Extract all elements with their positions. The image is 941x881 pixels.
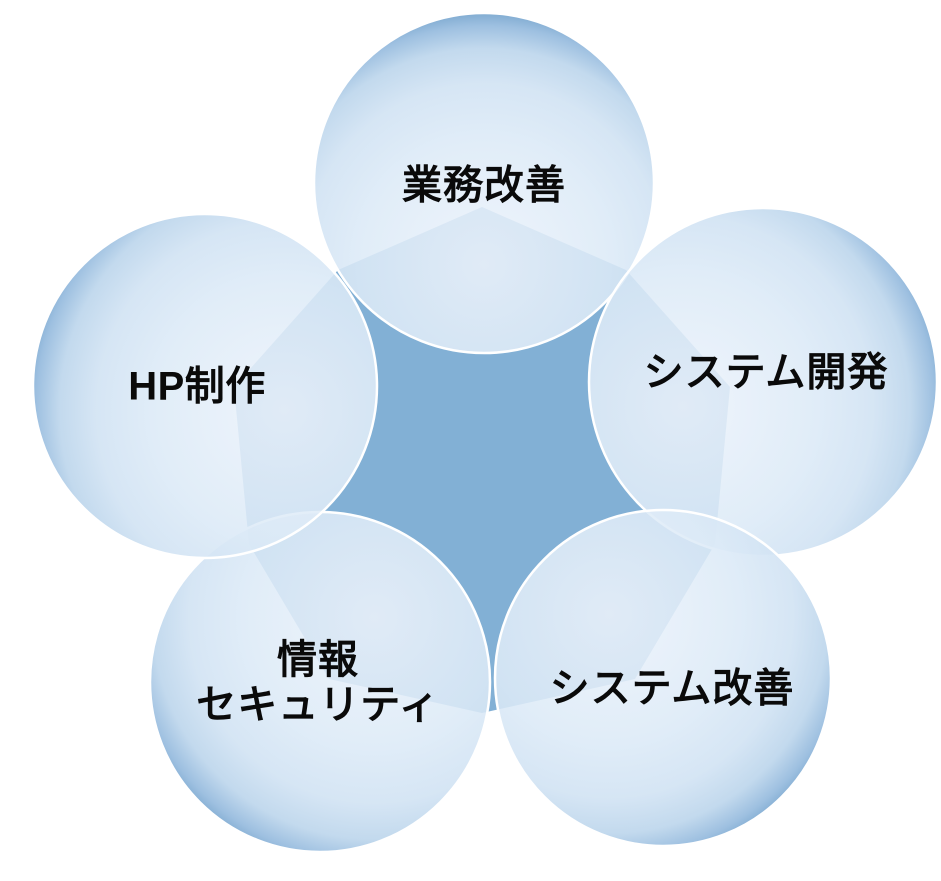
node-label-system-improvement: システム改善 (549, 666, 795, 711)
node-circle-top (312, 11, 656, 355)
node-label-information-security-line1: 情報 (276, 638, 359, 682)
node-label-system-development: システム開発 (643, 350, 889, 395)
node-circle-bottom-right (493, 508, 833, 848)
node-label-information-security-line2: セキュリティ (196, 683, 440, 727)
node-label-information-security: 情報 セキュリティ (196, 638, 440, 728)
node-label-hp-production: HP制作 (128, 364, 266, 409)
node-label-business-improvement: 業務改善 (402, 163, 566, 208)
node-circle-left (31, 212, 379, 560)
